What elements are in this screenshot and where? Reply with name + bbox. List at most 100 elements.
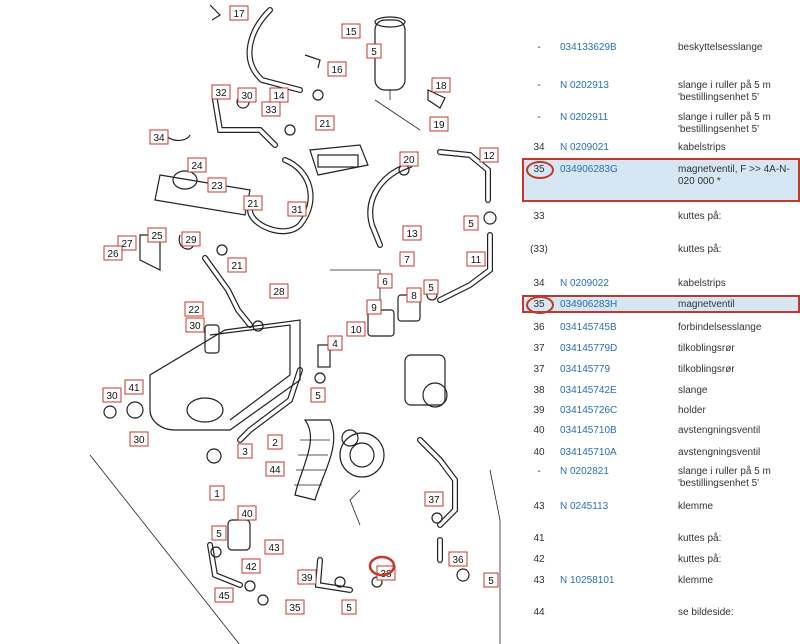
svg-text:21: 21 (231, 261, 243, 272)
part-number-link[interactable]: N 0245113 (560, 501, 609, 512)
diagram-canvas: 1715516143330322118341920122423213113527… (89, 4, 501, 644)
callout-5: 5 (366, 43, 382, 59)
callout-30: 30 (102, 387, 122, 403)
svg-text:37: 37 (428, 495, 440, 506)
svg-text:10: 10 (350, 325, 362, 336)
svg-text:29: 29 (185, 235, 197, 246)
row-number: 34 (533, 278, 545, 289)
svg-text:26: 26 (107, 249, 119, 260)
callout-11: 11 (466, 251, 486, 267)
callout-31: 31 (287, 201, 307, 217)
highlight-ring (368, 555, 396, 577)
svg-text:7: 7 (404, 255, 410, 266)
callout-21: 21 (243, 195, 263, 211)
part-description: beskyttelsesslange (678, 42, 763, 53)
svg-text:40: 40 (241, 509, 253, 520)
svg-text:22: 22 (188, 305, 200, 316)
callout-5: 5 (211, 525, 227, 541)
row-number: 42 (533, 554, 545, 565)
callout-45: 45 (214, 587, 234, 603)
callout-5: 5 (310, 387, 326, 403)
row-number: 40 (533, 425, 545, 436)
row-number: - (537, 466, 541, 477)
callout-30: 30 (185, 317, 205, 333)
svg-text:44: 44 (269, 465, 281, 476)
part-number-link[interactable]: N 0209022 (560, 278, 609, 289)
part-number-link[interactable]: 034906283H (560, 299, 618, 310)
part-description: magnetventil (678, 299, 735, 310)
svg-text:5: 5 (315, 391, 321, 402)
svg-text:30: 30 (189, 321, 201, 332)
part-number-link[interactable]: 034145710B (560, 425, 617, 436)
table-row[interactable]: - N 0202821 slange i ruller på 5 m 'bestil… (522, 462, 800, 490)
row-number: 37 (533, 364, 545, 375)
callout-18: 18 (431, 77, 451, 93)
callout-5: 5 (423, 279, 439, 295)
callout-5: 5 (341, 599, 357, 615)
svg-text:43: 43 (268, 543, 280, 554)
table-row[interactable]: 34 N 0209022 kabelstrips (522, 274, 800, 294)
svg-text:13: 13 (406, 229, 418, 240)
part-number-link[interactable]: 034145779D (560, 343, 618, 354)
svg-text:30: 30 (241, 91, 253, 102)
svg-text:21: 21 (319, 119, 331, 130)
part-number-link[interactable]: 034133629B (560, 42, 617, 53)
part-number-link[interactable]: N 0202821 (560, 466, 609, 477)
callout-28: 28 (269, 283, 289, 299)
table-row[interactable]: 40 034145710B avstengningsventil (522, 421, 800, 441)
part-number-link[interactable]: 034145745B (560, 322, 617, 333)
part-number-link[interactable]: N 10258101 (560, 575, 615, 586)
part-description: kuttes på: (678, 211, 722, 222)
svg-text:5: 5 (216, 529, 222, 540)
part-number-link[interactable]: 034145779 (560, 364, 611, 375)
table-row[interactable]: (33)kuttes på: (522, 240, 800, 266)
part-description: avstengningsventil (678, 425, 761, 436)
svg-text:36: 36 (452, 555, 464, 566)
svg-text:25: 25 (151, 231, 163, 242)
part-number-link[interactable]: N 0202911 (560, 112, 609, 123)
callout-38: 38 (376, 565, 396, 581)
table-row[interactable]: - 034133629B beskyttelsesslange (522, 38, 800, 60)
callout-7: 7 (399, 251, 415, 267)
row-number: 40 (533, 447, 545, 458)
callout-44: 44 (265, 461, 285, 477)
diagram-line-art (89, 4, 501, 644)
callout-26: 26 (103, 245, 123, 261)
part-description: slange i ruller på 5 m 'bestillingsenhet… (678, 466, 771, 489)
table-row[interactable]: 33 kuttes på: (522, 207, 800, 233)
part-number-link[interactable]: N 0209021 (560, 142, 609, 153)
svg-text:5: 5 (428, 283, 434, 294)
part-number-link[interactable]: 034145710A (560, 447, 617, 458)
svg-text:2: 2 (272, 438, 278, 449)
svg-text:17: 17 (233, 9, 245, 20)
row-number: 41 (533, 533, 545, 544)
part-number-link[interactable]: 034145742E (560, 385, 617, 396)
part-number-link[interactable]: 034145726C (560, 405, 618, 416)
callout-6: 6 (377, 273, 393, 289)
part-description: kabelstrips (678, 278, 726, 289)
row-number: 33 (533, 211, 545, 222)
callout-21: 21 (315, 115, 335, 131)
row-number: 39 (533, 405, 545, 416)
part-number-link[interactable]: 034906283G (560, 164, 618, 175)
part-number-link[interactable]: N 0202913 (560, 80, 609, 91)
row-number: - (537, 42, 541, 53)
svg-text:27: 27 (121, 239, 133, 250)
